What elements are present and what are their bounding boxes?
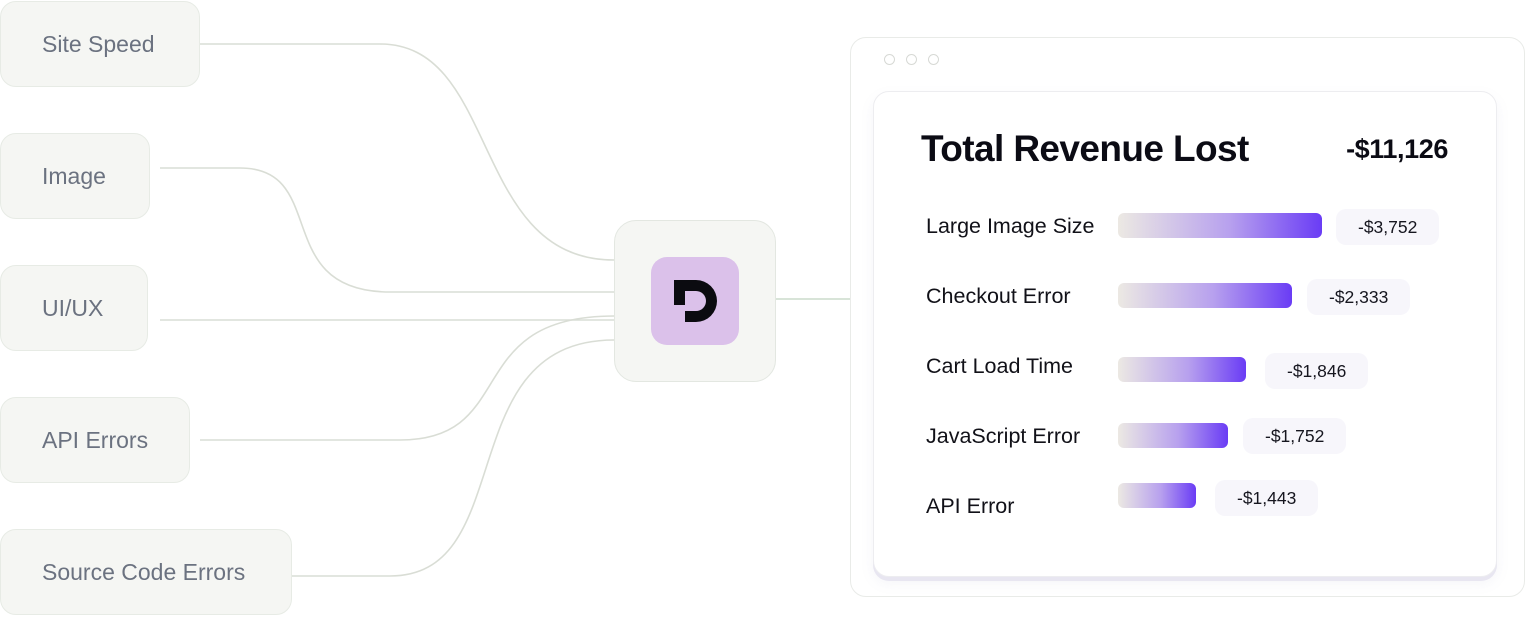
revenue-report-card: Total Revenue Lost -$11,126 Large Image … — [873, 91, 1497, 577]
report-title: Total Revenue Lost — [921, 128, 1249, 169]
row-label-api-error: API Error — [926, 494, 1015, 518]
source-label: Site Speed — [42, 30, 155, 57]
source-chip-source-code-errors[interactable]: Source Code Errors — [0, 529, 292, 615]
row-bar-cart-load-time — [1118, 357, 1246, 382]
hub-node — [614, 220, 776, 382]
source-label: Source Code Errors — [42, 558, 246, 585]
row-value-cart-load-time: -$1,846 — [1265, 353, 1369, 389]
row-value-api-error: -$1,443 — [1215, 480, 1319, 516]
row-bar-checkout-error — [1118, 283, 1292, 308]
row-value-checkout-error: -$2,333 — [1307, 279, 1411, 315]
connector-source-code — [292, 339, 615, 577]
source-label: Image — [42, 162, 106, 189]
row-bar-api-error — [1118, 483, 1196, 508]
source-chip-ui-ux[interactable]: UI/UX — [0, 265, 148, 351]
source-label: UI/UX — [42, 294, 104, 321]
row-bar-large-image-size — [1118, 213, 1322, 238]
row-bar-javascript-error — [1118, 423, 1228, 448]
connector-image — [160, 167, 614, 293]
connector-site-speed — [200, 43, 615, 261]
row-value-javascript-error: -$1,752 — [1243, 418, 1347, 454]
source-label: API Errors — [42, 426, 149, 453]
row-label-cart-load-time: Cart Load Time — [926, 354, 1073, 378]
hub-logo — [651, 257, 739, 345]
d-logo-icon — [674, 280, 717, 322]
connector-api-errors — [200, 315, 615, 441]
window-dot-2 — [906, 54, 917, 65]
window-dot-3 — [928, 54, 939, 65]
row-value-large-image-size: -$3,752 — [1336, 209, 1440, 245]
row-label-javascript-error: JavaScript Error — [926, 424, 1081, 448]
row-label-large-image-size: Large Image Size — [926, 214, 1095, 238]
report-total: -$11,126 — [1346, 134, 1448, 164]
source-chip-api-errors[interactable]: API Errors — [0, 397, 190, 483]
source-chip-image[interactable]: Image — [0, 133, 150, 219]
window-dot-1 — [884, 54, 895, 65]
row-label-checkout-error: Checkout Error — [926, 284, 1071, 308]
source-chip-site-speed[interactable]: Site Speed — [0, 1, 200, 87]
